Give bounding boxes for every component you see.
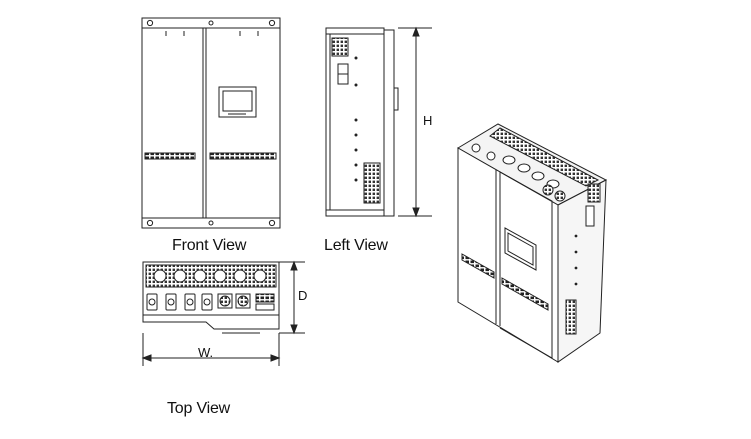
front-enclosure bbox=[141, 17, 281, 229]
mount-hole bbox=[146, 19, 154, 27]
iso-vent-left bbox=[461, 253, 495, 279]
width-dimension-label: W. bbox=[198, 345, 214, 360]
side-grill-bottom bbox=[363, 162, 381, 204]
side-grill-top bbox=[331, 37, 349, 57]
front-view-label: Front View bbox=[172, 237, 247, 254]
iso-right-face bbox=[557, 179, 607, 363]
front-view-drawing bbox=[141, 17, 281, 229]
isometric-view-drawing bbox=[457, 123, 608, 363]
left-view-drawing bbox=[325, 26, 432, 218]
fan-icon bbox=[237, 295, 249, 307]
depth-dimension-label: D bbox=[298, 288, 308, 303]
height-dimension-label: H bbox=[423, 113, 433, 128]
vent-strip-right bbox=[209, 152, 277, 160]
left-view-label: Left View bbox=[324, 237, 388, 254]
cable-entries bbox=[146, 293, 213, 311]
vent-strip-left bbox=[144, 152, 196, 160]
mount-hole bbox=[268, 19, 276, 27]
top-view-label: Top View bbox=[167, 400, 231, 417]
top-view-drawing bbox=[141, 260, 305, 366]
mount-hole bbox=[268, 219, 276, 227]
fan-icon bbox=[219, 295, 231, 307]
iso-vent-right bbox=[501, 277, 549, 311]
mount-hole bbox=[146, 219, 154, 227]
